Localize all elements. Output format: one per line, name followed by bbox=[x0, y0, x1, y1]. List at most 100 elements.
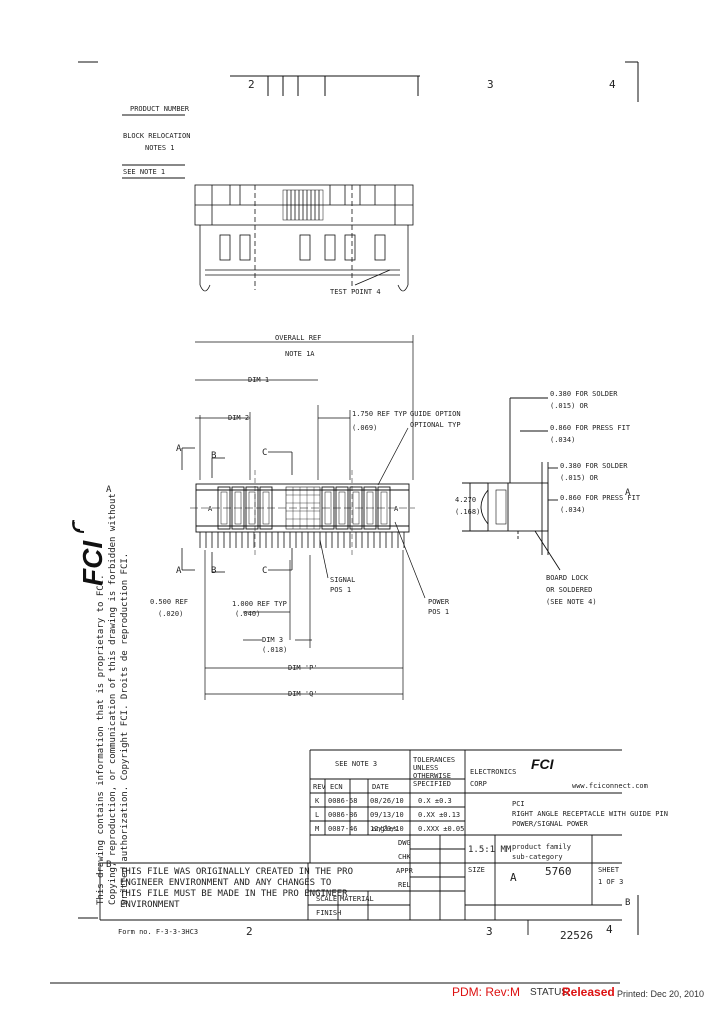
section-a-top: A bbox=[176, 444, 182, 454]
fci-small-logo-icon: FCI bbox=[531, 756, 554, 772]
dim-pitch-in: (.069) bbox=[352, 424, 378, 432]
ref-b-in: (.040) bbox=[235, 610, 261, 618]
size-label: SIZE bbox=[468, 866, 485, 874]
signal-pos: POS 1 bbox=[330, 586, 352, 594]
tolerance-1: 0.X ±0.3 bbox=[418, 797, 452, 805]
dim-1: DIM 1 bbox=[248, 376, 270, 384]
zone-bottom-2: 2 bbox=[246, 925, 253, 938]
revision-row-3-date: 12/20/10 bbox=[370, 825, 404, 833]
signoff-scale: SCALE bbox=[316, 895, 338, 903]
signoff-material: MATERIAL bbox=[340, 895, 374, 903]
form-number: Form no. F-3-3-3HC3 bbox=[118, 928, 199, 936]
tolerance-2: 0.XX ±0.13 bbox=[418, 811, 461, 819]
zone-bottom-3: 3 bbox=[486, 925, 493, 938]
signoff-dwg: DWG bbox=[398, 839, 411, 847]
zone-side-b-left: B bbox=[106, 860, 112, 870]
revision-row-3-ecn: 0087-46 bbox=[328, 825, 358, 833]
section-a-bottom: A bbox=[176, 566, 182, 576]
pdm-revision: PDM: Rev:M bbox=[452, 985, 521, 999]
dim-2: DIM 2 bbox=[228, 414, 250, 422]
product-family: product family bbox=[512, 843, 572, 851]
sub-family: sub-category bbox=[512, 853, 563, 861]
title-dwg-no: 5760 bbox=[545, 865, 572, 878]
power-pos: POS 1 bbox=[428, 608, 450, 616]
side-s4b: (.034) bbox=[560, 506, 586, 514]
zone-top-4: 4 bbox=[609, 78, 616, 91]
zone-side-a-right: A bbox=[625, 488, 631, 498]
status-value: Released bbox=[562, 985, 615, 999]
fci-logo-icon: FCI bbox=[72, 520, 108, 586]
signoff-rel: REL bbox=[398, 881, 411, 889]
cad-note-1: THIS FILE WAS ORIGINALLY CREATED IN THE … bbox=[120, 867, 353, 877]
see-note-1: SEE NOTE 1 bbox=[123, 168, 166, 176]
test-point-label: TEST POINT 4 bbox=[330, 288, 381, 296]
signoff-chk: CHK bbox=[398, 853, 411, 861]
guide-optional: OPTIONAL TYP bbox=[410, 421, 461, 429]
sheet-label: SHEET bbox=[598, 866, 620, 874]
company-name: ELECTRONICS bbox=[470, 768, 517, 776]
side-s4: 0.860 FOR PRESS FIT bbox=[560, 494, 641, 502]
cad-note-4: ENVIRONMENT bbox=[120, 900, 180, 910]
svg-text:FCI: FCI bbox=[77, 540, 108, 586]
side-s2: 0.860 FOR PRESS FIT bbox=[550, 424, 631, 432]
dim-3b: (.018) bbox=[262, 646, 288, 654]
board-lock-3: (SEE NOTE 4) bbox=[546, 598, 597, 606]
zone-top-2: 2 bbox=[248, 78, 255, 91]
title-line-3: POWER/SIGNAL POWER bbox=[512, 820, 588, 828]
title-line-1: PCI bbox=[512, 800, 525, 808]
power-label: POWER bbox=[428, 598, 450, 606]
sheet-value: 1 OF 3 bbox=[598, 878, 624, 886]
zone-bottom-4: 4 bbox=[606, 923, 613, 936]
revision-row-1-rev: K bbox=[315, 797, 320, 805]
zone-top-3: 3 bbox=[487, 78, 494, 91]
revision-col-ecn: ECN bbox=[330, 783, 343, 791]
dim-note-1a: NOTE 1A bbox=[285, 350, 315, 358]
side-s3: 0.380 FOR SOLDER bbox=[560, 462, 628, 470]
signoff-appr: APPR bbox=[396, 867, 413, 875]
tolerance-title: TOLERANCES UNLESS OTHERWISE SPECIFIED bbox=[413, 756, 456, 788]
board-lock: BOARD LOCK bbox=[546, 574, 589, 582]
board-lock-2: OR SOLDERED bbox=[546, 586, 593, 594]
ref-a-in: (.020) bbox=[158, 610, 184, 618]
dim-pitch: 1.750 REF TYP bbox=[352, 410, 407, 418]
ref-b: 1.000 REF TYP bbox=[232, 600, 287, 608]
tolerance-angles: angles bbox=[372, 825, 398, 833]
title-line-2: RIGHT ANGLE RECEPTACLE WITH GUIDE PIN bbox=[512, 810, 668, 818]
side-left-dim-in: (.168) bbox=[455, 508, 481, 516]
side-s1b: (.015) OR bbox=[550, 402, 588, 410]
revision-row-1-ecn: 0086-58 bbox=[328, 797, 358, 805]
revision-row-3-rev: M bbox=[315, 825, 320, 833]
signoff-finish: FINISH bbox=[316, 909, 342, 917]
scale-value: 1.5:1 MM bbox=[468, 845, 512, 855]
tolerance-3: 0.XXX ±0.05 bbox=[418, 825, 465, 833]
drawing-number: 22526 bbox=[560, 929, 594, 942]
side-left-dim: 4.270 bbox=[455, 496, 477, 504]
side-s3b: (.015) OR bbox=[560, 474, 598, 482]
zone-side-a-left: A bbox=[106, 485, 112, 495]
side-notice-line-3: written authorization. Copyright FCI. Dr… bbox=[120, 552, 130, 905]
revision-header: SEE NOTE 3 bbox=[335, 760, 378, 768]
notes-label: NOTES 1 bbox=[145, 144, 175, 152]
fci-logo: FCI bbox=[72, 520, 112, 590]
revision-row-2-ecn: 0086-86 bbox=[328, 811, 358, 819]
dim-q: DIM 'Q' bbox=[288, 690, 318, 698]
revision-col-date: DATE bbox=[372, 783, 389, 791]
dim-p: DIM 'P' bbox=[288, 664, 318, 672]
section-c-top: C bbox=[262, 448, 268, 458]
side-s2b: (.034) bbox=[550, 436, 576, 444]
zone-side-b-right: B bbox=[625, 898, 631, 908]
size-value: A bbox=[510, 871, 517, 884]
section-c-bottom: C bbox=[262, 566, 268, 576]
section-b-top: B bbox=[211, 451, 217, 461]
cad-note-2: ENGINEER ENVIRONMENT AND ANY CHANGES TO bbox=[120, 878, 332, 888]
company-name-2: CORP bbox=[470, 780, 487, 788]
revision-row-1-date: 08/26/10 bbox=[370, 797, 404, 805]
company-website: www.fciconnect.com bbox=[572, 782, 648, 790]
ref-a: 0.500 REF bbox=[150, 598, 188, 606]
section-b-bottom: B bbox=[211, 566, 217, 576]
body-marker-a: A bbox=[208, 505, 213, 513]
svg-text:FCI: FCI bbox=[531, 756, 554, 772]
product-number-label: PRODUCT NUMBER bbox=[130, 105, 190, 113]
guide-option: GUIDE OPTION bbox=[410, 410, 461, 418]
